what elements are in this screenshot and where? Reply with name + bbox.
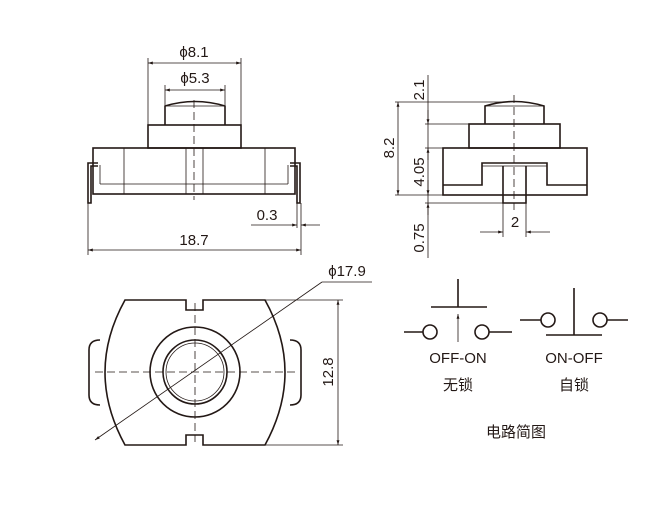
dim-diagonal: ϕ17.9 (328, 263, 366, 280)
dim-phi5: ϕ5.3 (180, 70, 209, 87)
front-view: ϕ8.1 ϕ5.3 0.3 18.7 (87, 44, 320, 255)
dim-cap-height: 2.1 (411, 80, 428, 101)
button-body (147, 124, 242, 149)
dim-stem-height: 0.75 (411, 223, 428, 252)
circuit-off-on: OFF-ON 无锁 (404, 279, 512, 394)
dim-width: 18.7 (179, 232, 208, 249)
label-no-lock: 无锁 (443, 376, 473, 394)
pin-left (87, 162, 98, 204)
dim-base-height: 4.05 (411, 157, 428, 186)
side-view: 2.1 8.2 4.05 0.75 2 (381, 75, 588, 258)
mode-off-on: OFF-ON (429, 350, 487, 367)
circuit-title: 电路简图 (486, 423, 546, 441)
label-self-lock: 自锁 (559, 376, 589, 394)
dim-pin-thickness: 0.3 (257, 207, 278, 224)
circuit-on-off: ON-OFF 自锁 (520, 288, 628, 394)
pin-right (290, 162, 301, 204)
dim-stem-width: 2 (511, 214, 519, 231)
top-view: ϕ17.9 12.8 (88, 263, 372, 446)
dim-depth: 12.8 (320, 357, 337, 386)
dim-phi8: ϕ8.1 (179, 44, 208, 61)
dim-total-height: 8.2 (381, 138, 398, 159)
button-cap (164, 100, 226, 125)
mode-on-off: ON-OFF (545, 350, 603, 367)
